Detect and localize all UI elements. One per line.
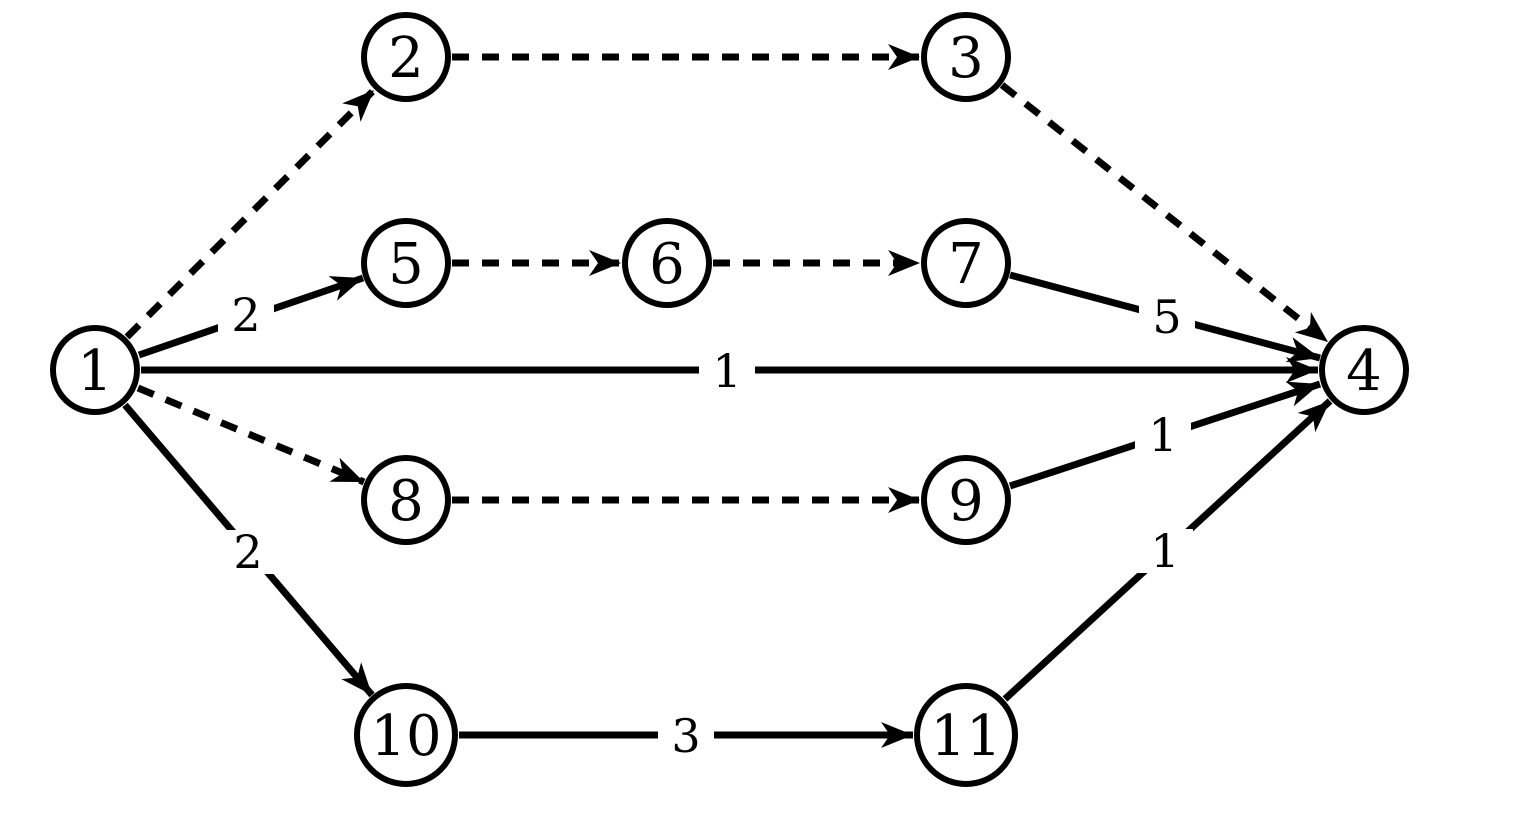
edge-11-4-weight-bg [1137,529,1193,573]
node-3: 3 [921,12,1011,102]
node-3-circle [921,12,1011,102]
node-11: 11 [914,683,1018,787]
node-4-circle [1319,325,1409,415]
node-4-label: 4 [1346,339,1382,404]
node-7-label: 7 [948,232,984,297]
node-5-label: 5 [388,232,424,297]
edge-1-5-weight-bg [218,293,274,337]
node-2-circle [361,12,451,102]
edge-1-5-weight: 2 [231,288,260,342]
node-8: 8 [361,455,451,545]
node-6: 6 [622,218,712,308]
edge-1-8 [136,384,366,486]
edge-7-4-weight: 5 [1152,290,1181,344]
node-6-label: 6 [649,232,685,297]
edge-1-4-weight: 1 [712,344,741,398]
node-10-label: 10 [370,704,441,769]
edge-11-4-weight: 1 [1150,524,1179,578]
node-1-circle [50,325,140,415]
node-3-label: 3 [948,26,984,91]
edge-1-4-weight-bg [699,349,755,393]
node-1-label: 1 [77,339,113,404]
node-4: 4 [1319,325,1409,415]
node-11-circle [914,683,1018,787]
node-6-circle [622,218,712,308]
node-11-label: 11 [930,704,1001,769]
node-5-circle [361,218,451,308]
edge-1-10-weight-bg [220,530,276,574]
node-8-label: 8 [388,469,424,534]
edge-7-4-weight-bg [1139,295,1195,339]
edge-9-4-weight-bg [1135,413,1191,457]
edge-10-11-weight: 3 [671,709,700,763]
node-9-label: 9 [948,469,984,534]
node-9: 9 [921,455,1011,545]
node-9-circle [921,455,1011,545]
node-8-circle [361,455,451,545]
edge-3-4 [999,82,1331,345]
edge-10-11-weight-bg [658,714,714,758]
edge-9-4-weight: 1 [1148,408,1177,462]
node-7-circle [921,218,1011,308]
node-7: 7 [921,218,1011,308]
node-2-label: 2 [388,26,424,91]
node-10-circle [354,683,458,787]
node-5: 5 [361,218,451,308]
edge-1-10-weight: 2 [233,525,262,579]
node-1: 1 [50,325,140,415]
node-10: 10 [354,683,458,787]
node-2: 2 [361,12,451,102]
